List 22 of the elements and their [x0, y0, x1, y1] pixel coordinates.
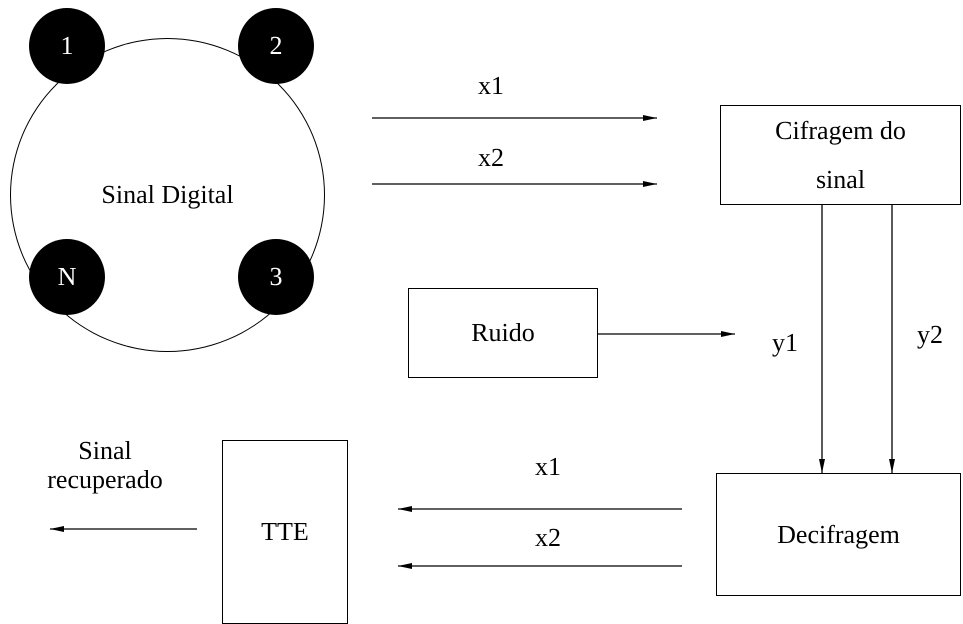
arrow — [598, 331, 735, 337]
process-box — [222, 440, 348, 624]
arrow — [50, 526, 197, 532]
node-label: 2 — [270, 33, 282, 59]
node-label: 1 — [60, 33, 74, 59]
node-label: Decifragem — [777, 518, 900, 551]
process-box — [716, 473, 961, 596]
node-label: 3 — [270, 264, 282, 290]
node-label: TTE — [261, 516, 309, 548]
arrow — [889, 205, 895, 473]
arrow — [372, 181, 657, 187]
arrow — [372, 115, 657, 121]
node-label: Cifragem do sinal — [774, 114, 907, 196]
node-label: N — [58, 264, 76, 290]
arrow — [398, 563, 682, 569]
process-box — [408, 288, 598, 378]
arrow — [398, 506, 682, 512]
process-box — [720, 105, 961, 205]
arrow — [819, 205, 825, 473]
node-label: Ruido — [471, 317, 535, 350]
output-text: Sinal recuperado — [46, 437, 164, 495]
node-label: Sinal Digital — [101, 179, 234, 212]
